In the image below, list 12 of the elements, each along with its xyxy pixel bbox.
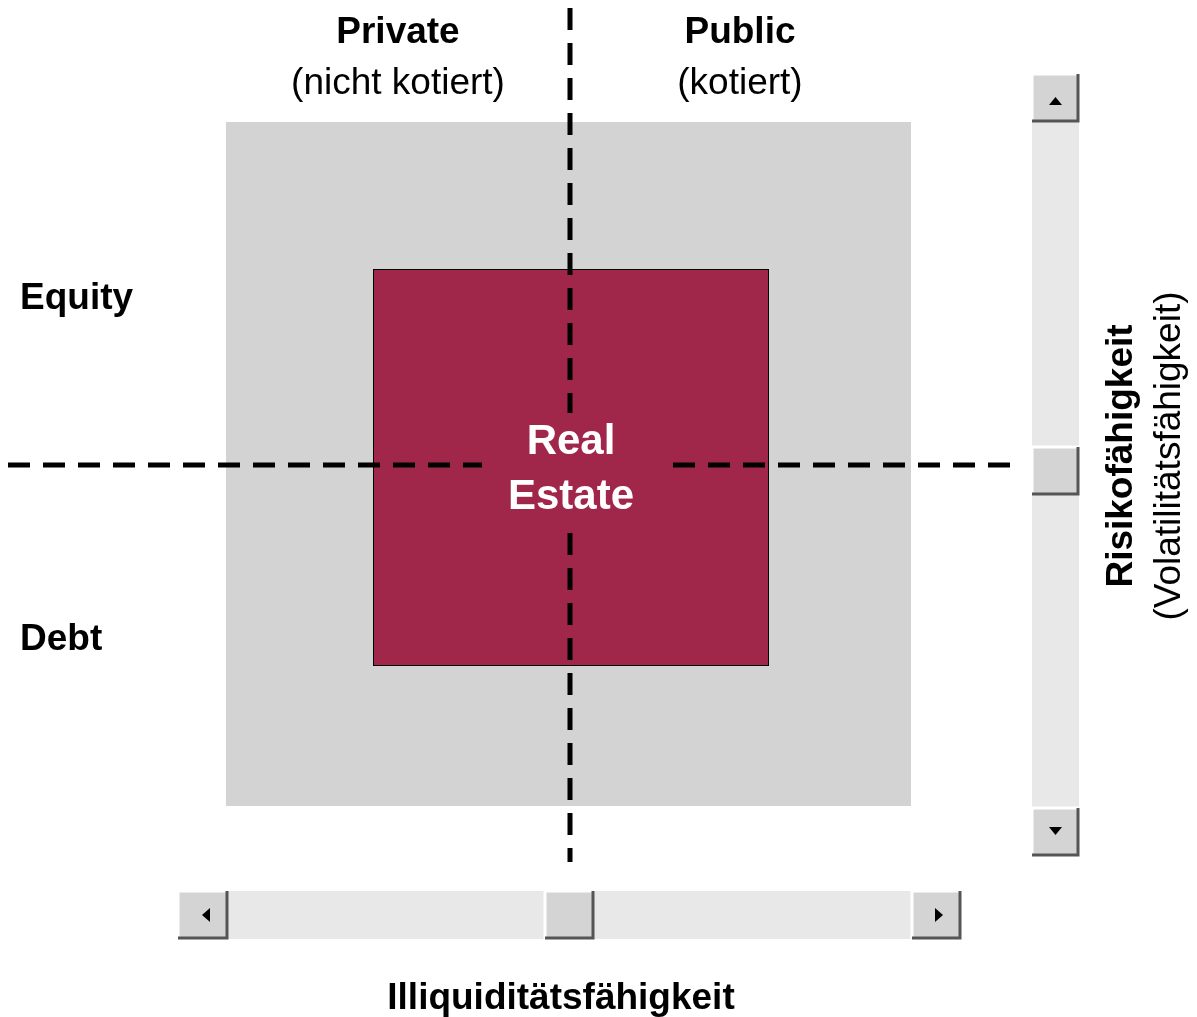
column-subheading: (kotiert): [677, 60, 803, 104]
axis-subtitle: (Volatilitätsfähigkeit): [1146, 291, 1189, 621]
node-label: Real Estate: [482, 412, 660, 523]
real-estate-square: [373, 269, 769, 666]
row-heading: Debt: [20, 616, 103, 660]
column-subheading: (nicht kotiert): [291, 60, 505, 104]
axis-title: Illiquiditätsfähigkeit: [387, 975, 735, 1017]
column-heading: Private: [336, 9, 460, 53]
background-square: [226, 122, 911, 806]
axis-title: Risikofähigkeit: [1098, 324, 1141, 588]
row-heading: Equity: [20, 275, 134, 319]
column-heading: Public: [684, 9, 796, 53]
